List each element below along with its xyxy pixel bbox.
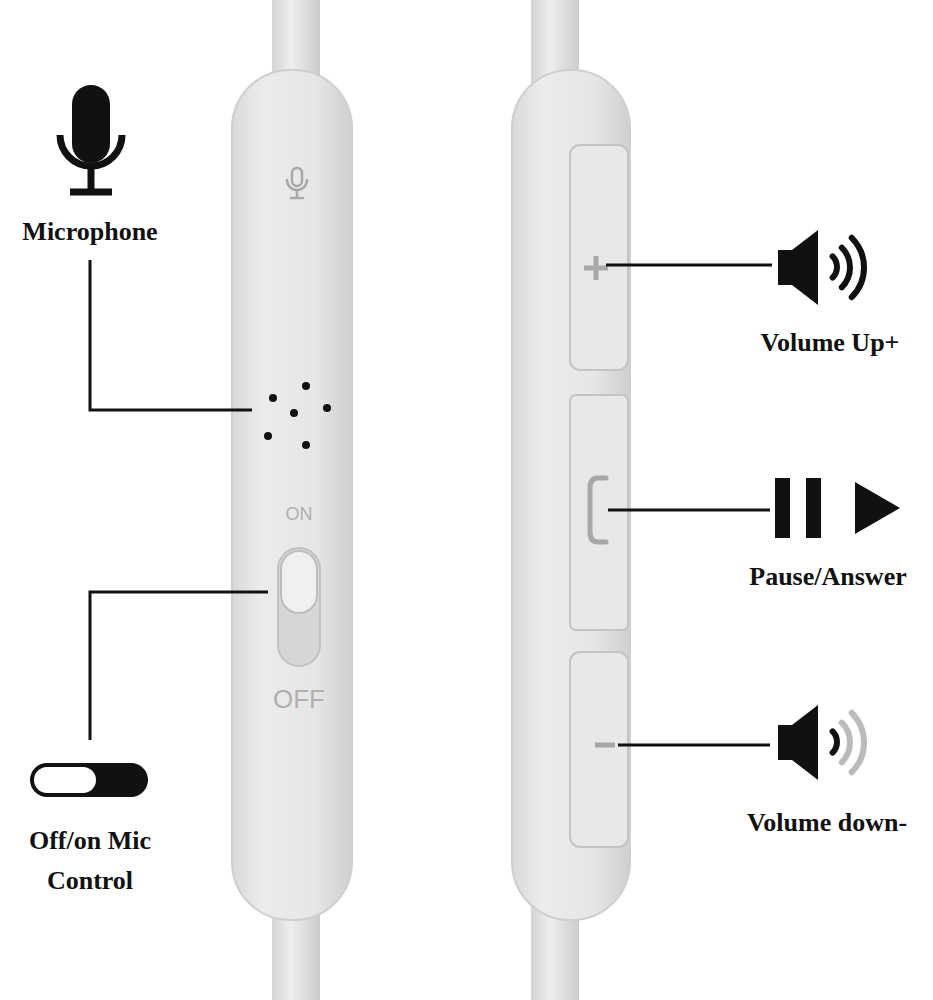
speaker-down-icon <box>778 705 864 780</box>
switch-thumb <box>281 551 317 613</box>
toggle-icon <box>30 763 148 797</box>
leader-line <box>606 264 772 267</box>
callout-label: Volume Up+ <box>761 323 900 363</box>
remote-housing <box>512 70 630 920</box>
button-remote <box>512 0 630 1000</box>
leader-line <box>618 744 770 747</box>
pause-button <box>570 395 628 630</box>
mic-remote <box>232 0 352 1000</box>
pause-play-icon <box>775 478 900 538</box>
callout-label: Off/on Mic Control <box>8 821 173 902</box>
leader-line <box>90 592 268 740</box>
switch-slot <box>278 548 320 666</box>
leader-lines <box>90 260 772 745</box>
device-marking: ON <box>286 505 313 525</box>
callout-label: Microphone <box>22 212 157 252</box>
leader-line <box>608 509 770 512</box>
callout-label: Pause/Answer <box>749 557 906 597</box>
phone-symbol <box>590 478 606 542</box>
mic-symbol <box>287 168 307 198</box>
volume-down-button <box>570 652 628 847</box>
minus-symbol <box>595 743 615 748</box>
remote-housing <box>232 70 352 920</box>
callout-label: Volume down- <box>747 803 907 843</box>
volume-up-button <box>570 145 628 370</box>
leader-line <box>90 260 252 410</box>
microphone-icon <box>60 85 122 192</box>
device-marking: OFF <box>273 685 325 714</box>
speaker-up-icon <box>778 230 864 305</box>
mic-holes <box>264 382 331 449</box>
plus-symbol <box>584 256 608 280</box>
